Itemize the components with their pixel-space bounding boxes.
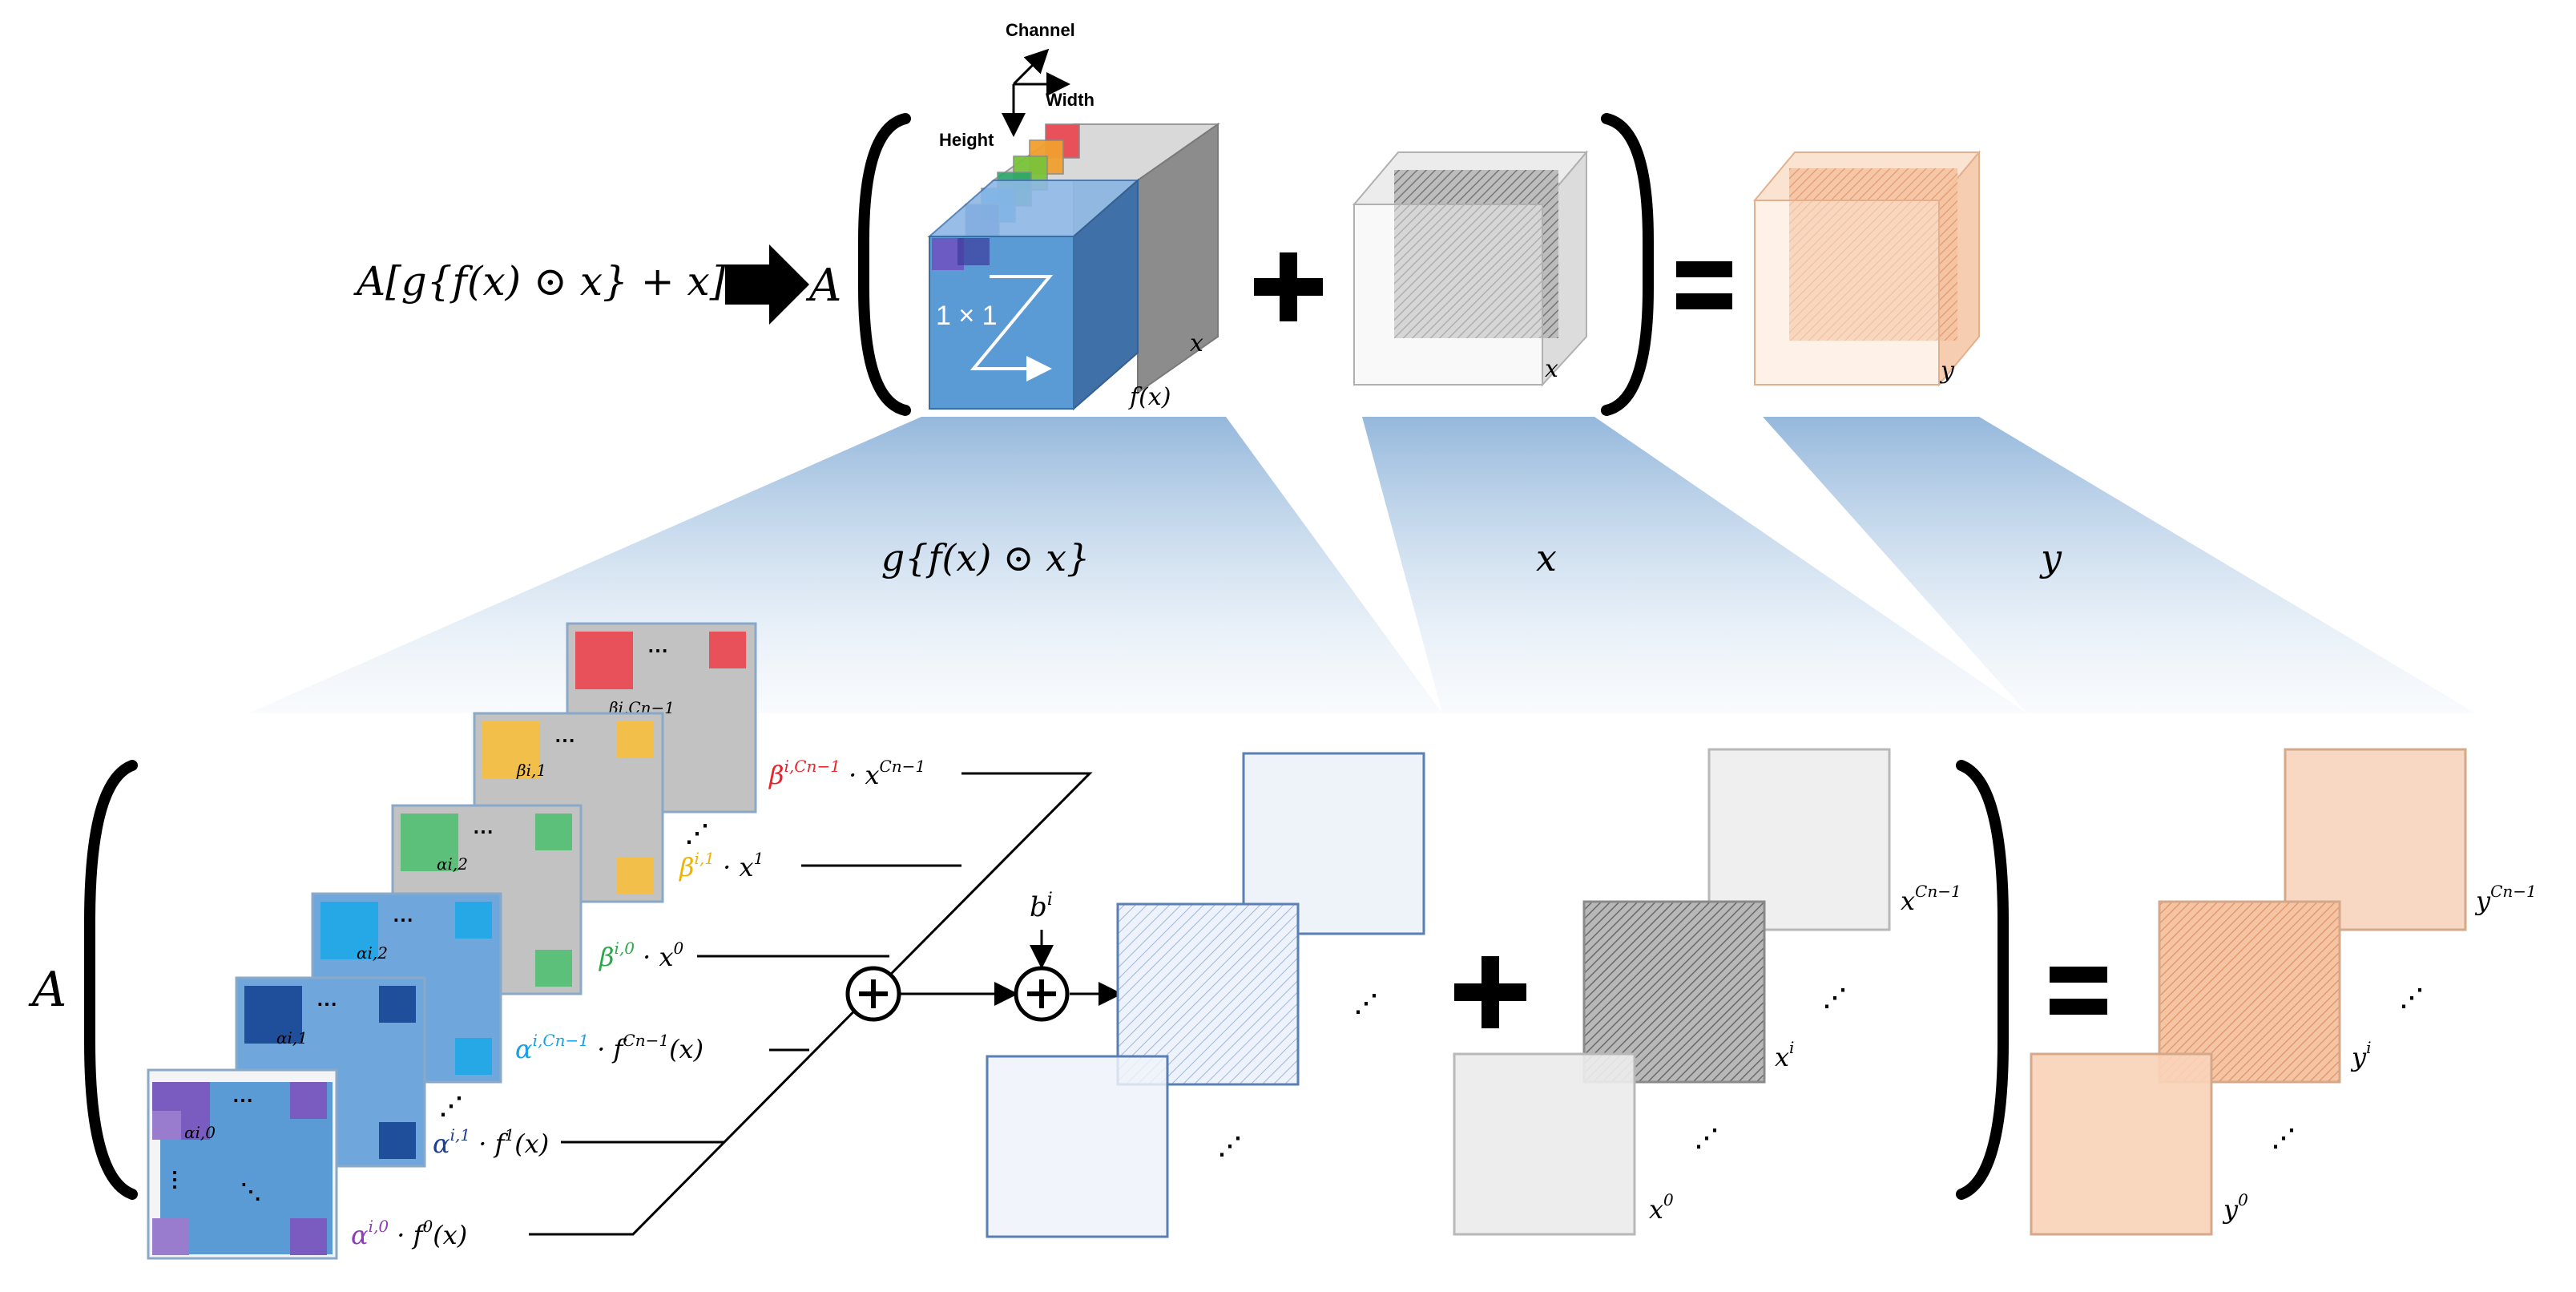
svg-text:⋱: ⋱	[240, 1179, 261, 1203]
kernel-label-3: αi,2	[357, 943, 388, 963]
svg-text:⋰: ⋰	[685, 821, 709, 847]
formula-left: A[g{f(x) ⊙ x} + x]	[353, 258, 726, 305]
svg-text:⋯: ⋯	[647, 638, 668, 662]
bottom-plus-icon	[1454, 956, 1526, 1028]
term-label-0: βi,Cn−1 · xCn−1	[768, 757, 925, 790]
svg-text:⋮: ⋮	[164, 1167, 185, 1191]
band-label-2: x	[1536, 536, 1557, 579]
formula-A-bottom: A	[28, 962, 67, 1018]
conv-label: 1 × 1	[936, 301, 998, 331]
axis-width-label: Width	[1046, 90, 1094, 110]
svg-text:⋯: ⋯	[554, 728, 575, 752]
bias-label: bi	[1030, 890, 1053, 923]
x-bot-label: x0	[1649, 1190, 1674, 1225]
axes-indicator: Channel Width Height	[939, 20, 1094, 150]
term-label-1: βi,1 · x1	[679, 849, 764, 882]
x-maps: ⋰ ⋰ xCn−1 xi x0	[1453, 748, 1961, 1236]
svg-text:⋰: ⋰	[2400, 985, 2424, 1011]
band-label-3: y	[2039, 536, 2062, 579]
top-right-bracket	[1601, 113, 1654, 416]
sum-node-1	[845, 966, 901, 1022]
bottom-left-bracket	[84, 760, 138, 1200]
output-maps: ⋰ ⋰	[986, 752, 1425, 1238]
kernel-label-1: βi,1	[516, 761, 546, 780]
kernel-label-4: αi,1	[276, 1028, 308, 1048]
svg-text:⋯: ⋯	[393, 907, 413, 931]
cube3-y-label: y	[1939, 357, 1955, 385]
svg-text:⋰: ⋰	[1695, 1125, 1719, 1152]
projection-band-2	[1362, 417, 2027, 713]
svg-text:⋰: ⋰	[1218, 1133, 1242, 1160]
top-equals-icon	[1676, 261, 1732, 309]
svg-text:⋰: ⋰	[439, 1093, 463, 1120]
cube-fx-x: 1 × 1 x f(x)	[927, 123, 1221, 411]
term-label-3: αi,Cn−1 · fCn−1(x)	[515, 1031, 703, 1064]
formula-A-top: A	[805, 260, 841, 312]
term-label-4: αi,1 · f1(x)	[433, 1125, 549, 1159]
bottom-right-bracket	[1956, 760, 2009, 1200]
term-labels: βi,Cn−1 · xCn−1 βi,1 · x1 βi,0 · x0 αi,Cn−1…	[351, 757, 925, 1250]
sum-node-2	[1014, 966, 1070, 1022]
svg-text:⋰: ⋰	[2272, 1125, 2296, 1152]
cube1-x-label: x	[1190, 329, 1203, 357]
cube1-fx-label: f(x)	[1128, 383, 1171, 411]
axis-channel-label: Channel	[1006, 20, 1075, 40]
projection-band-3	[1763, 417, 2476, 713]
y-bot-label: y0	[2222, 1190, 2248, 1225]
term-label-2: βi,0 · x0	[599, 939, 684, 972]
cube2-x-label: x	[1545, 355, 1558, 383]
term-label-5: αi,0 · f0(x)	[351, 1217, 467, 1250]
kernel-stack: ⋯ βi,Cn−1 ⋯ βi,1 ⋯ αi,2	[147, 622, 757, 1260]
svg-text:⋰: ⋰	[1354, 991, 1378, 1017]
band-label-1: g{f(x) ⊙ x}	[881, 536, 1090, 579]
top-plus-icon	[1254, 252, 1323, 321]
kernel-layer-alpha-0: ⋯ ⋮ ⋱ αi,0	[147, 1068, 338, 1260]
y-top-label: yCn−1	[2474, 882, 2537, 916]
svg-text:⋯: ⋯	[232, 1088, 253, 1112]
svg-text:⋰: ⋰	[1823, 985, 1847, 1011]
x-top-label: xCn−1	[1901, 882, 1961, 916]
cube-x: x	[1352, 150, 1589, 387]
x-mid-label: xi	[1775, 1038, 1794, 1072]
top-left-bracket	[858, 113, 911, 416]
y-maps: ⋰ ⋰ yCn−1 yi y0	[2030, 748, 2537, 1236]
bottom-equals-icon	[2050, 967, 2107, 1015]
projection-band-1	[248, 417, 1442, 713]
kernel-label-2: αi,2	[437, 854, 468, 874]
cube-y: y	[1752, 150, 1981, 387]
svg-text:⋯: ⋯	[473, 819, 494, 843]
implies-arrow-icon	[725, 244, 809, 325]
svg-text:⋯: ⋯	[316, 991, 337, 1015]
axis-height-label: Height	[939, 130, 994, 150]
y-mid-label: yi	[2350, 1038, 2371, 1072]
kernel-label-5: αi,0	[184, 1123, 216, 1142]
